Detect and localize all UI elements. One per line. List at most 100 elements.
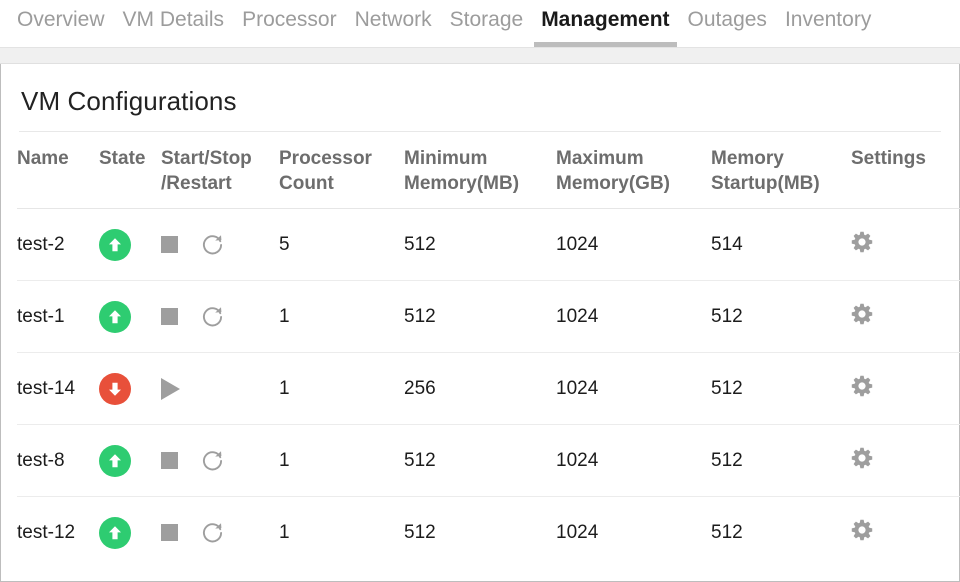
tab-vm-details[interactable]: VM Details	[114, 0, 234, 35]
cell-processor-count: 5	[279, 208, 404, 281]
memory-startup-value: 512	[711, 305, 743, 327]
cell-memory-startup: 512	[711, 352, 851, 425]
cell-memory-startup: 512	[711, 496, 851, 568]
cell-maximum-memory: 1024	[556, 208, 711, 281]
arrow-up-circle-icon	[99, 444, 131, 477]
tab-inventory[interactable]: Inventory	[776, 0, 880, 35]
tab-management[interactable]: Management	[532, 0, 678, 47]
cell-settings	[851, 208, 960, 281]
column-header-line: Processor	[279, 148, 372, 169]
cell-maximum-memory: 1024	[556, 424, 711, 497]
gear-icon[interactable]	[851, 231, 873, 253]
cell-start-stop-restart	[161, 496, 279, 568]
memory-startup-value: 512	[711, 377, 743, 399]
cell-memory-startup: 512	[711, 280, 851, 353]
control-button-group	[161, 232, 279, 258]
title-divider	[19, 131, 941, 132]
arrow-up-circle-icon	[99, 228, 131, 261]
vm-name-label: test-2	[17, 233, 65, 255]
column-header-start-stop-restart: Start/Stop/Restart	[161, 132, 279, 209]
processor-count-value: 5	[279, 233, 290, 255]
gear-icon[interactable]	[851, 519, 873, 541]
tab-label: Network	[354, 8, 432, 31]
cell-state	[99, 424, 161, 497]
cell-vm-name: test-2	[17, 208, 99, 281]
minimum-memory-value: 512	[404, 305, 436, 327]
processor-count-value: 1	[279, 377, 290, 399]
cell-state	[99, 208, 161, 281]
restart-circular-arrow-icon[interactable]	[200, 520, 226, 546]
restart-circular-arrow-icon[interactable]	[200, 448, 226, 474]
cell-maximum-memory: 1024	[556, 352, 711, 425]
tab-bar: Overview VM Details Processor Network Storag…	[0, 0, 960, 47]
stop-square-icon[interactable]	[161, 308, 178, 325]
column-header-line: Name	[17, 148, 69, 169]
maximum-memory-value: 1024	[556, 521, 599, 543]
tab-network[interactable]: Network	[346, 0, 441, 35]
tab-outages[interactable]: Outages	[679, 0, 776, 35]
arrow-up-circle-icon	[99, 300, 131, 333]
minimum-memory-value: 256	[404, 377, 436, 399]
gear-icon[interactable]	[851, 447, 873, 469]
stop-square-icon[interactable]	[161, 452, 178, 469]
tab-overview[interactable]: Overview	[8, 0, 114, 35]
column-header-line: Maximum	[556, 148, 644, 169]
column-header-line: Count	[279, 173, 334, 194]
tab-label: VM Details	[122, 8, 225, 31]
cell-minimum-memory: 512	[404, 424, 556, 497]
vm-name-label: test-12	[17, 521, 76, 543]
cell-processor-count: 1	[279, 280, 404, 353]
control-button-group	[161, 377, 279, 400]
processor-count-value: 1	[279, 449, 290, 471]
cell-memory-startup: 514	[711, 208, 851, 281]
maximum-memory-value: 1024	[556, 449, 599, 471]
tab-label: Storage	[449, 8, 524, 31]
tab-bar-divider	[0, 47, 960, 64]
column-header-line: Memory(MB)	[404, 173, 520, 194]
page-title: VM Configurations	[21, 86, 237, 116]
control-button-group	[161, 304, 279, 330]
cell-settings	[851, 280, 960, 353]
minimum-memory-value: 512	[404, 521, 436, 543]
arrow-down-circle-icon	[99, 372, 131, 405]
stop-square-glyph	[161, 524, 178, 541]
restart-circular-arrow-icon[interactable]	[200, 304, 226, 330]
play-triangle-glyph	[161, 377, 180, 400]
stop-square-icon[interactable]	[161, 524, 178, 541]
cell-state	[99, 496, 161, 568]
cell-minimum-memory: 512	[404, 208, 556, 281]
cell-minimum-memory: 512	[404, 280, 556, 353]
column-header-line: Memory	[711, 148, 784, 169]
tab-label: Overview	[17, 8, 105, 31]
cell-start-stop-restart	[161, 280, 279, 353]
cell-minimum-memory: 256	[404, 352, 556, 425]
tab-storage[interactable]: Storage	[441, 0, 533, 35]
stop-square-icon[interactable]	[161, 236, 178, 253]
column-header-line: Memory(GB)	[556, 173, 671, 194]
cell-start-stop-restart	[161, 208, 279, 281]
cell-settings	[851, 424, 960, 497]
column-header-name: Name	[17, 132, 99, 209]
stop-square-glyph	[161, 452, 178, 469]
column-header-settings: Settings	[851, 132, 960, 209]
gear-icon[interactable]	[851, 375, 873, 397]
gear-icon[interactable]	[851, 303, 873, 325]
tab-processor[interactable]: Processor	[233, 0, 346, 35]
cell-settings	[851, 496, 960, 568]
cell-settings	[851, 352, 960, 425]
minimum-memory-value: 512	[404, 233, 436, 255]
restart-circular-arrow-icon[interactable]	[200, 232, 226, 258]
cell-vm-name: test-12	[17, 496, 99, 568]
column-header-line: Minimum	[404, 148, 488, 169]
column-header-line: Settings	[851, 148, 926, 169]
play-triangle-icon[interactable]	[161, 377, 180, 400]
processor-count-value: 1	[279, 305, 290, 327]
column-header-state: State	[99, 132, 161, 209]
